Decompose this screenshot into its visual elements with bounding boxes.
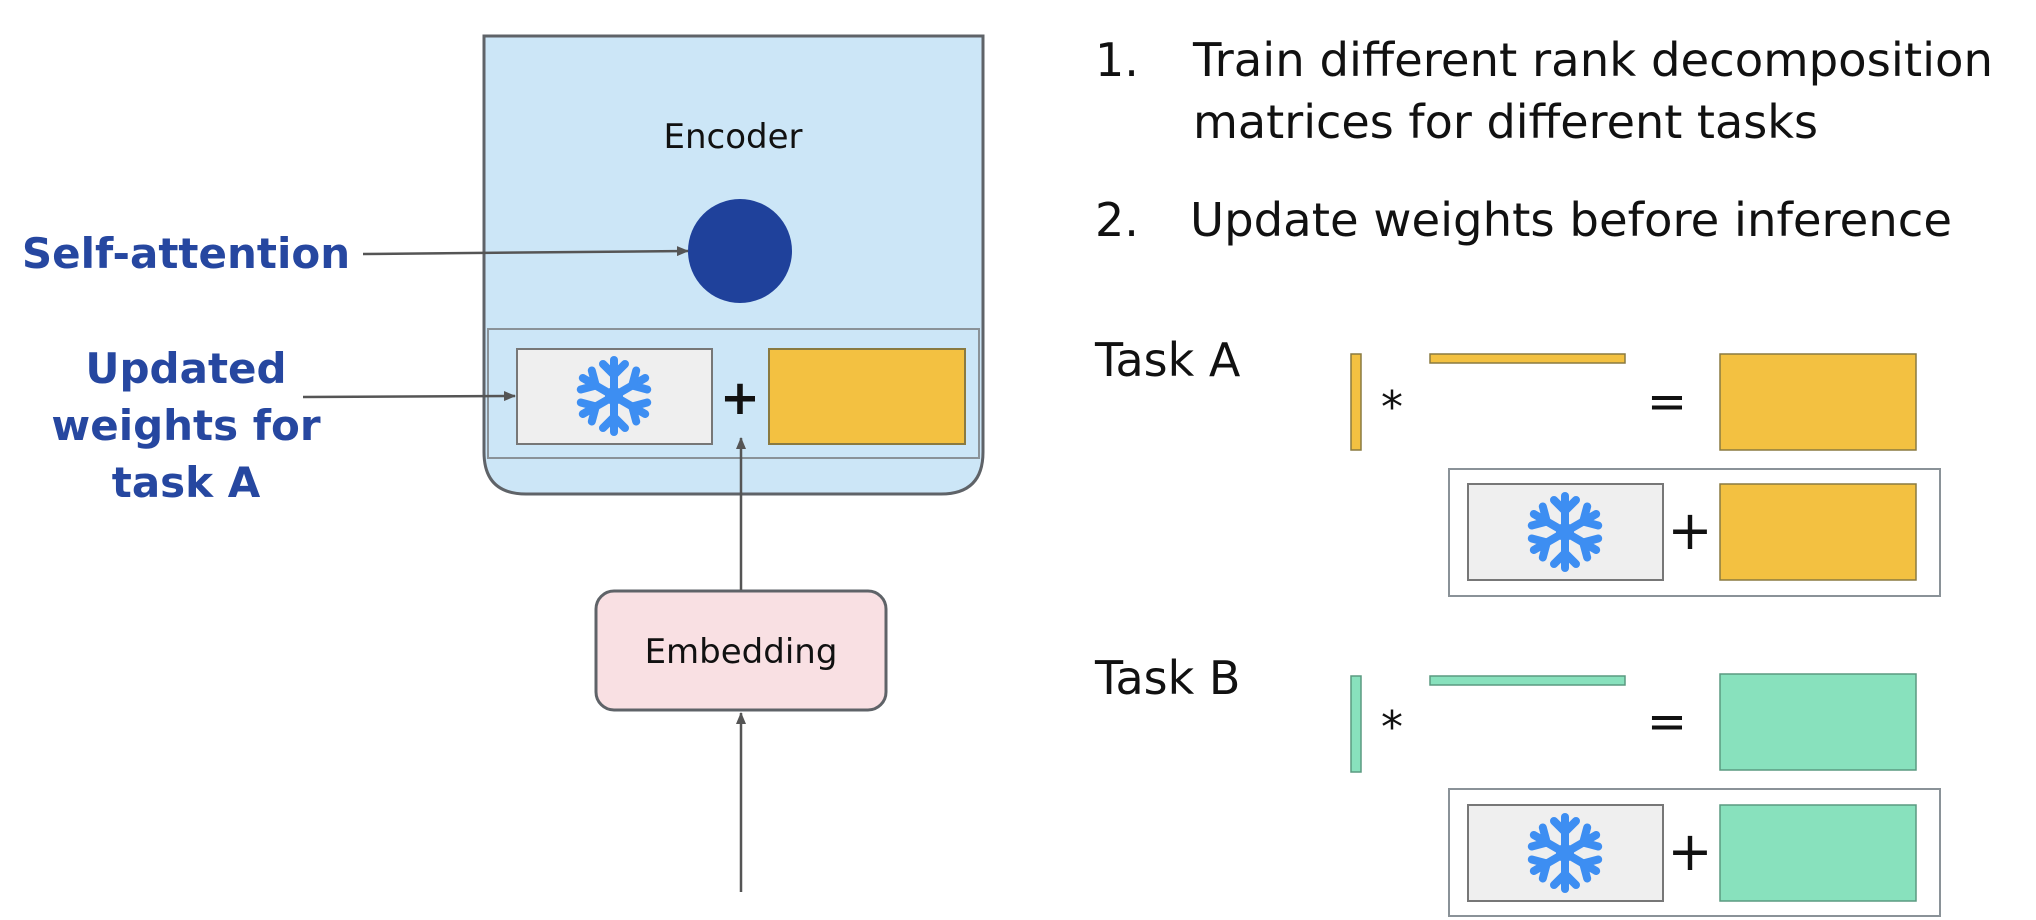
- task-b-matrix-b: [1350, 675, 1362, 773]
- task-a-label: Task A: [1094, 333, 1241, 387]
- embedding-box: [594, 589, 888, 712]
- task-b-plus-operator: +: [1667, 820, 1712, 883]
- encoder-label: Encoder: [663, 117, 802, 157]
- task-a-delta-weights: [1719, 353, 1917, 451]
- task-b-times-operator: *: [1381, 702, 1403, 753]
- step-2-line-1: Update weights before inference: [1190, 193, 1952, 247]
- task-b-merged-delta: [1719, 804, 1917, 902]
- task-a-matrix-b: [1350, 353, 1362, 451]
- updated-weights-label-line-1: Updated: [85, 344, 286, 393]
- task-a-update-box: [768, 348, 966, 445]
- updated-weights-pointer: [302, 391, 516, 402]
- step-1-line-2: matrices for different tasks: [1193, 95, 1818, 149]
- task-a-merged-container: [1448, 468, 1941, 597]
- task-a-equals-operator: =: [1647, 374, 1687, 430]
- task-b-delta-weights: [1719, 673, 1917, 771]
- task-b-merged-container: [1448, 788, 1941, 917]
- weights-container: [487, 328, 980, 459]
- task-a-matrix-a: [1429, 353, 1626, 364]
- step-1-line-1: Train different rank decomposition: [1192, 33, 1993, 87]
- self-attention-pointer: [362, 246, 689, 257]
- embedding-label: Embedding: [645, 632, 838, 672]
- task-b-equals-operator: =: [1647, 694, 1687, 750]
- task-a-times-operator: *: [1381, 382, 1403, 433]
- task-a-plus-operator: +: [1667, 499, 1712, 562]
- plus-operator: +: [720, 370, 760, 426]
- task-b-matrix-a: [1429, 675, 1626, 686]
- step-1-number: 1.: [1095, 33, 1139, 87]
- task-a-merged-delta: [1719, 483, 1917, 581]
- self-attention-node: [688, 199, 792, 303]
- step-2-number: 2.: [1095, 193, 1139, 247]
- self-attention-label: Self-attention: [22, 229, 350, 278]
- updated-weights-label-line-3: task A: [112, 458, 261, 507]
- updated-weights-label-line-2: weights for: [51, 401, 320, 450]
- task-b-label: Task B: [1094, 651, 1240, 705]
